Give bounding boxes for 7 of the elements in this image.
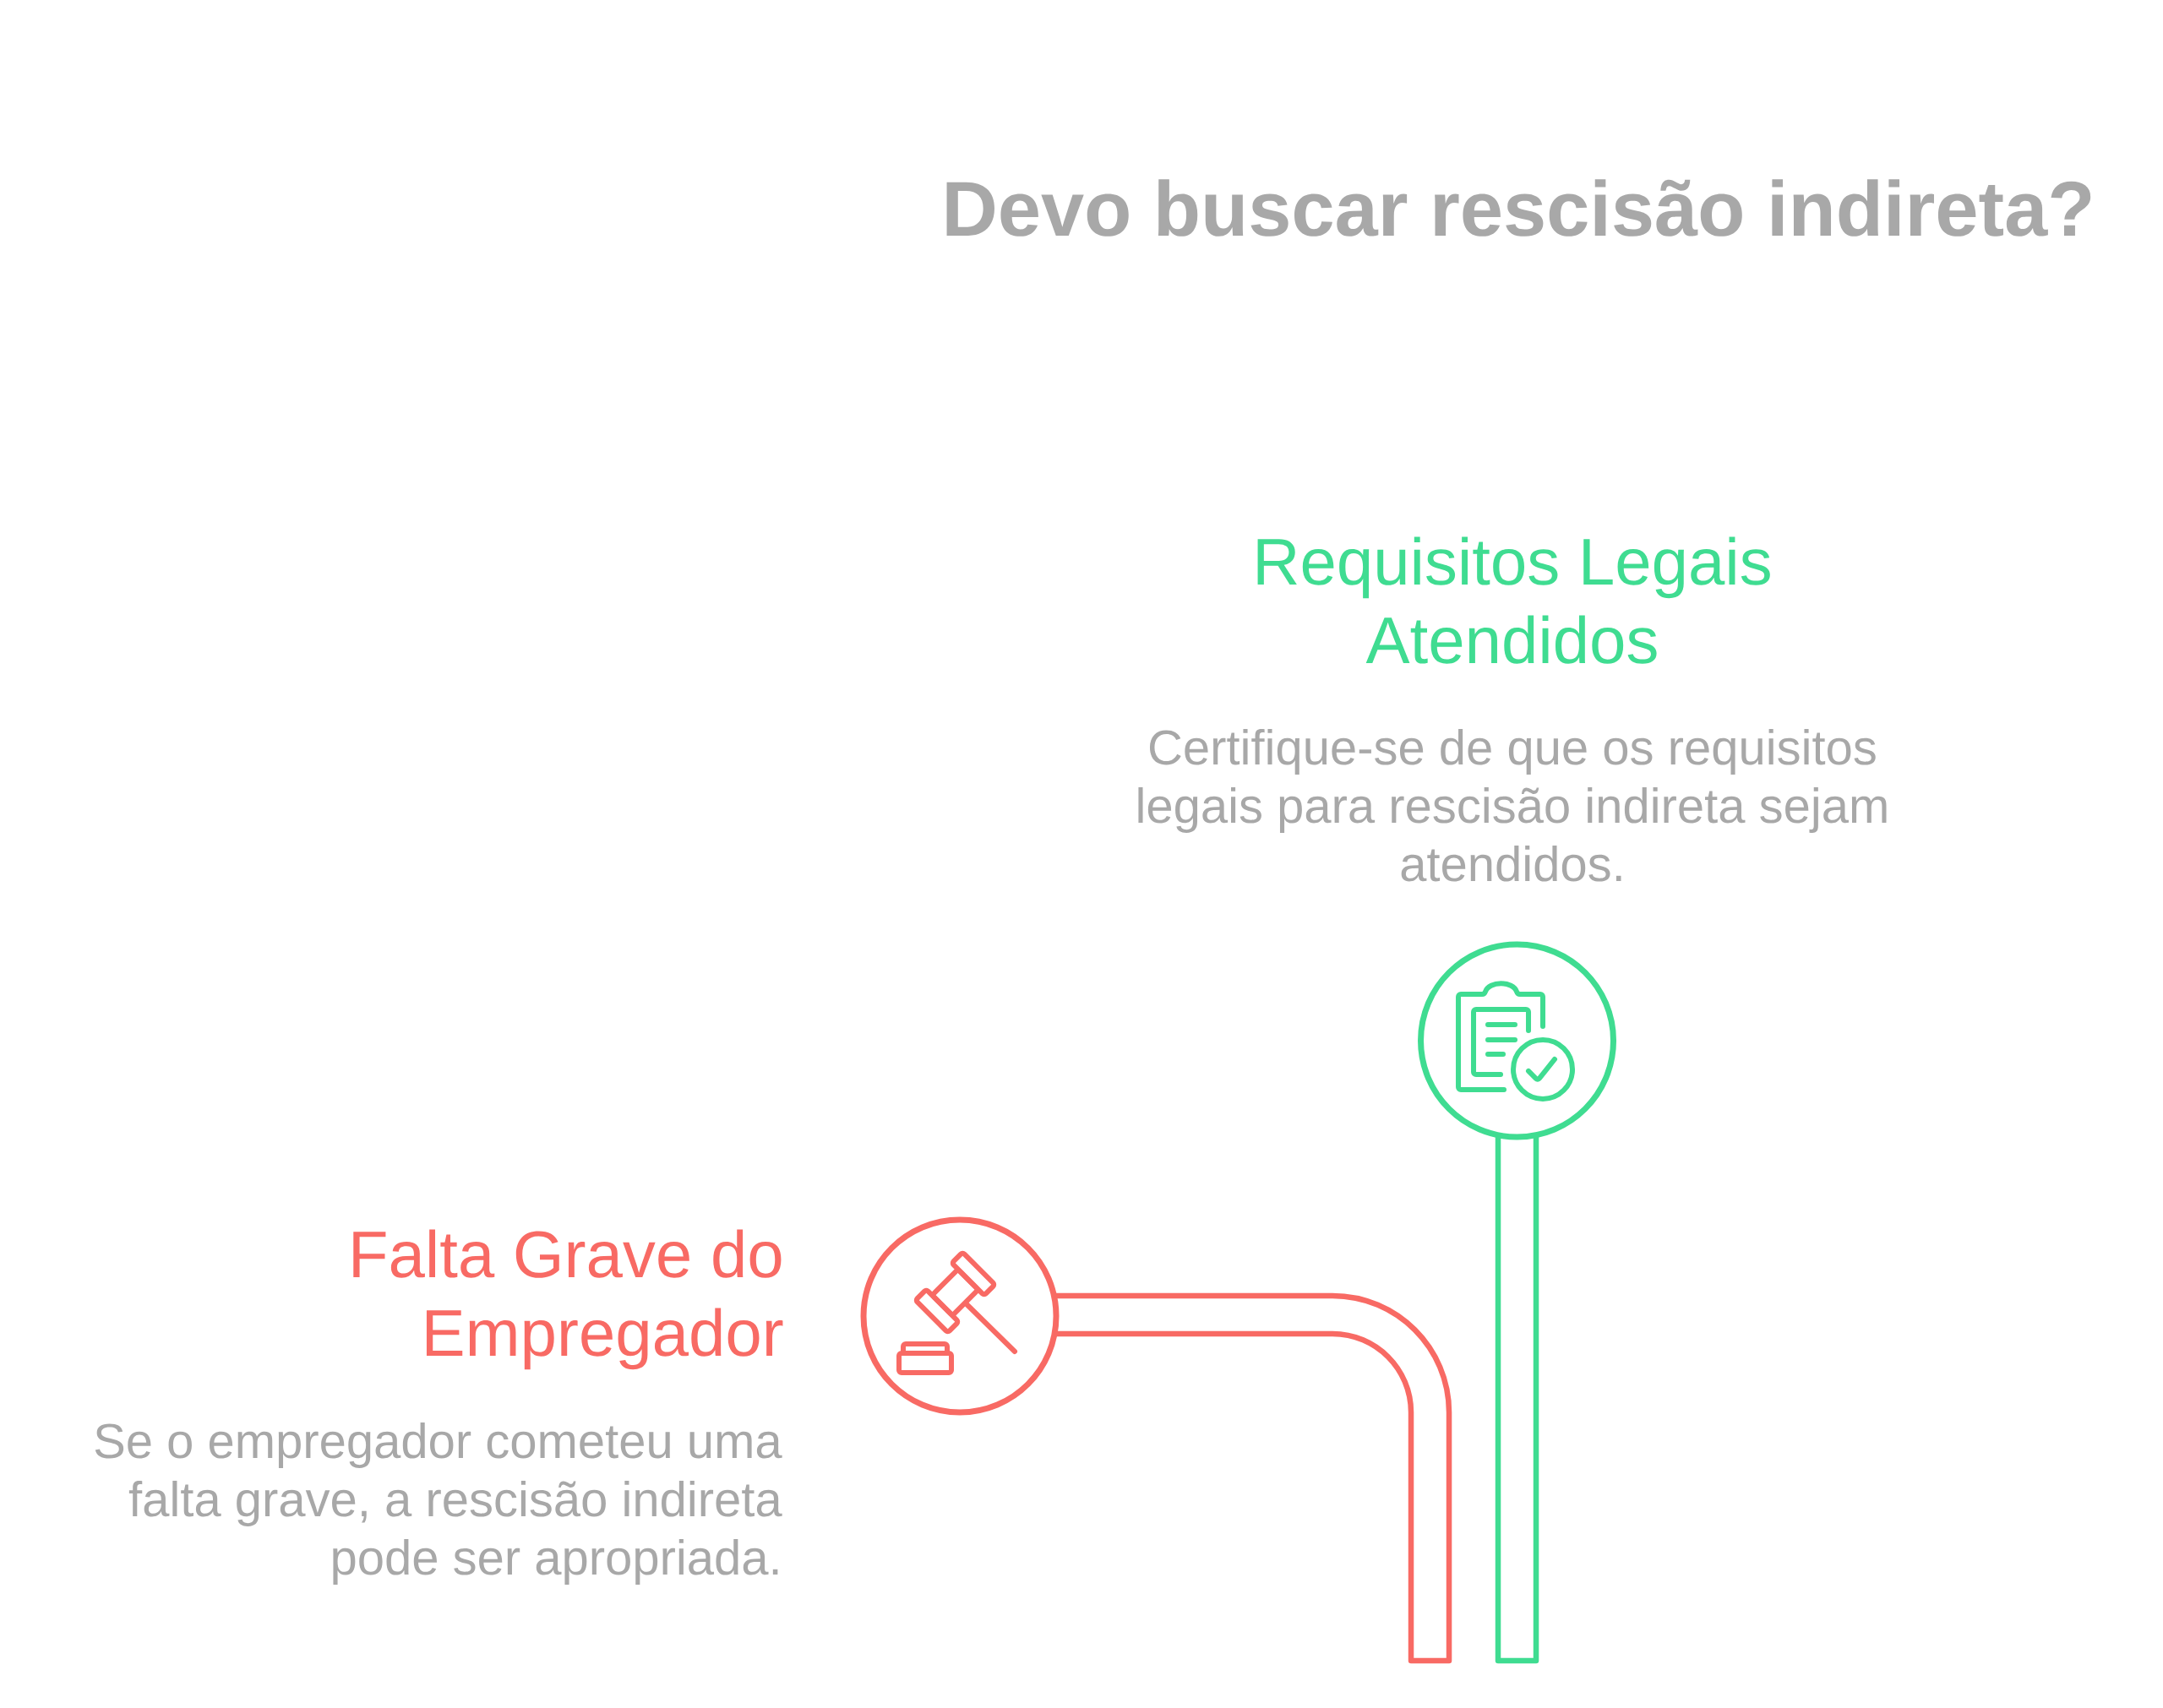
option-description: Certifique-se de que os requisitos legais para rescisão indireta sejam atendidos.: [1138, 728, 1887, 882]
option-description: Se o empregador cometeu uma falta grave, a rescisão indireta pode ser apropriada.: [95, 1422, 782, 1586]
pipe: [1054, 1292, 1452, 1664]
title: Devo buscar rescisão indireta?: [946, 179, 2091, 237]
option-heading: Falta Grave do Empregador: [353, 1229, 783, 1370]
option-heading: Requisitos Legais Atendidos: [1257, 536, 1770, 664]
pipe: [1495, 1134, 1539, 1664]
